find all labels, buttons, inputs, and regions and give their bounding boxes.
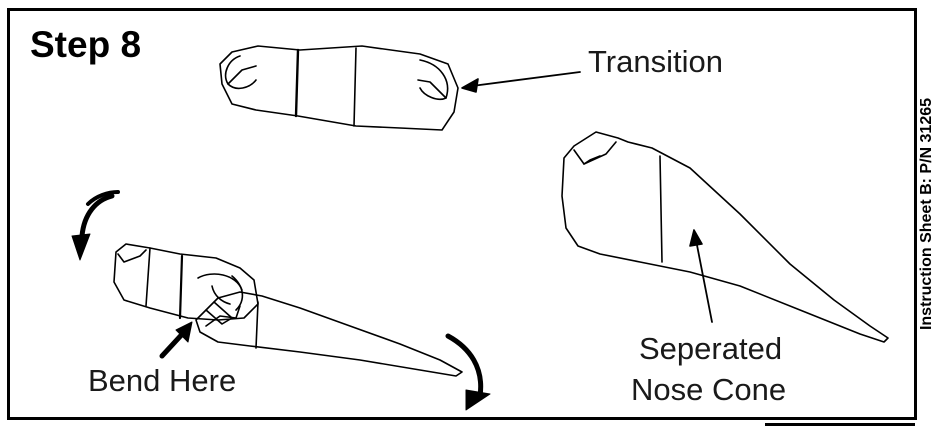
diagram-frame [7, 8, 917, 420]
bend-here-arrow [159, 321, 193, 359]
nose-cone-arrow [689, 229, 713, 323]
label-nose-cone-line1: Seperated [639, 331, 783, 366]
footer-rule [765, 423, 915, 426]
label-nose-cone-line2: Nose Cone [631, 372, 787, 407]
transition-arrow [461, 71, 581, 93]
separated-nose-cone [561, 131, 889, 343]
step-title: Step 8 [30, 24, 142, 65]
instruction-sheet-label: Instruction Sheet B: P/N 31265 [918, 97, 935, 331]
label-bend-here: Bend Here [88, 363, 237, 398]
rotate-arrow-right [445, 333, 491, 411]
rotate-arrow-left [71, 190, 120, 261]
transition-piece [219, 45, 459, 131]
label-transition: Transition [588, 44, 723, 79]
assembled-parts [113, 243, 463, 377]
